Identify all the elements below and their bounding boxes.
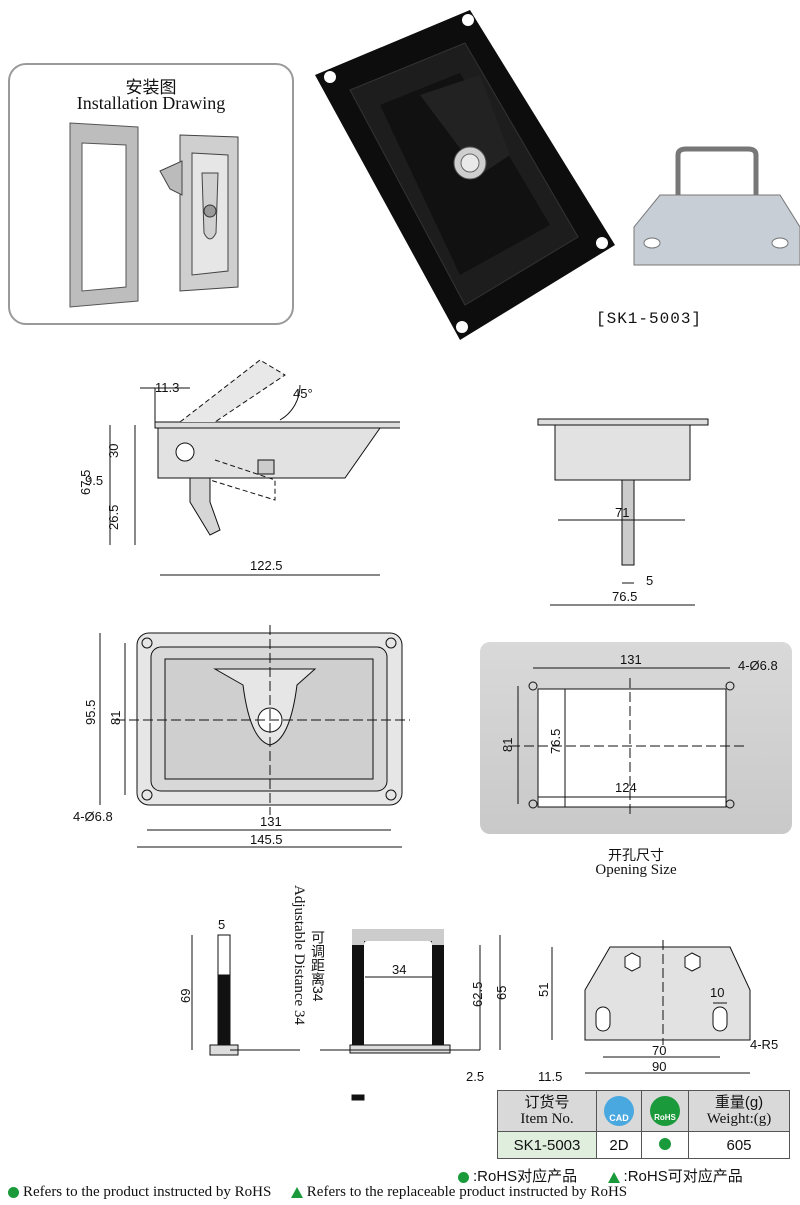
bracket-dim-65: 65: [494, 986, 509, 1000]
dim-95-5: 95.5: [83, 700, 98, 725]
adjustable-distance-cn: 可调距离34: [310, 930, 326, 1002]
dim-holes: 4-Ø6.8: [73, 809, 113, 824]
weight-cn: 重量(g): [714, 1094, 764, 1111]
legend-replaceable-en: Refers to the replaceable product instru…: [306, 1184, 628, 1200]
legend-rohs-cn: :RoHS对应产品: [473, 1168, 578, 1185]
dim-145-5: 145.5: [250, 832, 283, 847]
bracket-dim-62-5: 62.5: [470, 982, 485, 1007]
bracket-dim-5: 5: [218, 917, 225, 932]
legend-en: Refers to the product instructed by RoHS…: [8, 1184, 627, 1201]
plate-dim-radius: 4-R5: [750, 1037, 778, 1052]
plate-dim-11-5: 11.5: [538, 1069, 562, 1084]
plate-dim-10: 10: [710, 985, 724, 1000]
bracket-drawing: 5 69 34 62.5 65 2.5: [178, 917, 509, 1101]
rohs-dot-icon: [458, 1171, 469, 1183]
spec-header-row: 订货号 Item No. CAD RoHS 重量(g) Weight:(g): [497, 1090, 790, 1132]
dim-9-5: 9.5: [85, 473, 103, 488]
dim-angle: 45°: [293, 386, 313, 401]
dim-11-3: 11.3: [155, 380, 179, 395]
plate-drawing: 51 10 4-R5 70 11.5 90: [536, 940, 778, 1084]
adjustable-distance-en: Adjustable Distance 34: [291, 885, 307, 1025]
product-photo: [315, 10, 615, 340]
bracket-dim-2-5: 2.5: [466, 1069, 484, 1084]
dim-5: 5: [646, 573, 653, 588]
item-value: SK1-5003: [497, 1131, 597, 1159]
rohs-label: RoHS: [654, 1113, 676, 1122]
plate-dim-90: 90: [652, 1059, 666, 1074]
cad-value: 2D: [596, 1131, 642, 1159]
item-en: Item No.: [520, 1111, 574, 1127]
dim-26-5: 26.5: [106, 505, 121, 530]
front-view-drawing: 95.5 81 4-Ø6.8 131 145.5: [73, 625, 410, 848]
side-view-drawing: 11.3 45° 30 67.5 9.5 26.5 122.5: [78, 359, 400, 576]
plate-dim-51: 51: [536, 983, 551, 997]
rohs-value: [641, 1131, 689, 1159]
bracket-dim-69: 69: [178, 989, 193, 1003]
spec-header-cad: CAD: [596, 1090, 642, 1132]
legend-replaceable-cn: :RoHS可对应产品: [623, 1168, 743, 1185]
legend-cn: :RoHS对应产品 :RoHS可对应产品: [458, 1165, 743, 1186]
opening-dim-131: 131: [620, 652, 642, 667]
bracket-dim-34: 34: [392, 962, 406, 977]
installation-title-en: Installation Drawing: [76, 93, 226, 113]
spec-header-item: 订货号 Item No.: [497, 1090, 597, 1132]
dim-131: 131: [260, 814, 282, 829]
installation-panel: 安装图 Installation Drawing: [8, 63, 294, 325]
replaceable-triangle-icon: [607, 1171, 620, 1183]
rohs-dot-icon: [8, 1187, 19, 1199]
spec-row: SK1-5003 2D 605: [497, 1131, 790, 1159]
spec-header-weight: 重量(g) Weight:(g): [688, 1090, 790, 1132]
dim-71: 71: [615, 505, 629, 520]
rohs-dot-icon: [659, 1137, 671, 1150]
weight-value: 605: [688, 1131, 790, 1159]
opening-dim-76-5: 76.5: [548, 729, 563, 754]
spec-header-rohs: RoHS: [641, 1090, 689, 1132]
legend-rohs-en: Refers to the product instructed by RoHS: [23, 1184, 272, 1200]
dim-122-5: 122.5: [250, 558, 283, 573]
installation-illustration: [69, 122, 239, 308]
dim-76-5: 76.5: [612, 589, 637, 604]
opening-dim-81: 81: [500, 738, 515, 752]
replaceable-triangle-icon: [290, 1187, 303, 1199]
item-cn: 订货号: [524, 1094, 570, 1111]
opening-drawing: 131 4-Ø6.8 81 76.5 124: [500, 652, 778, 817]
opening-dim-holes: 4-Ø6.8: [738, 658, 778, 673]
opening-dim-124: 124: [615, 780, 637, 795]
plate-dim-70: 70: [652, 1043, 666, 1058]
dim-81: 81: [108, 711, 123, 725]
cad-icon: CAD: [604, 1096, 634, 1126]
model-label: [SK1-5003]: [596, 310, 703, 328]
weight-en: Weight:(g): [706, 1111, 772, 1127]
spec-table: 订货号 Item No. CAD RoHS 重量(g) Weight:(g) S…: [497, 1090, 790, 1159]
rohs-icon: RoHS: [650, 1096, 680, 1126]
dim-67-5: 67.5: [78, 470, 93, 495]
opening-size-panel: 131 4-Ø6.8 81 76.5 124: [480, 642, 792, 834]
opening-title-en: Opening Size: [595, 862, 677, 878]
end-view-drawing: 71 5 76.5: [537, 418, 709, 606]
dim-30: 30: [106, 444, 121, 458]
bracket-photo: [633, 146, 800, 266]
installation-title-cn: 安装图: [125, 78, 177, 97]
cad-label: CAD: [609, 1113, 629, 1123]
opening-title-cn: 开孔尺寸: [608, 847, 664, 863]
